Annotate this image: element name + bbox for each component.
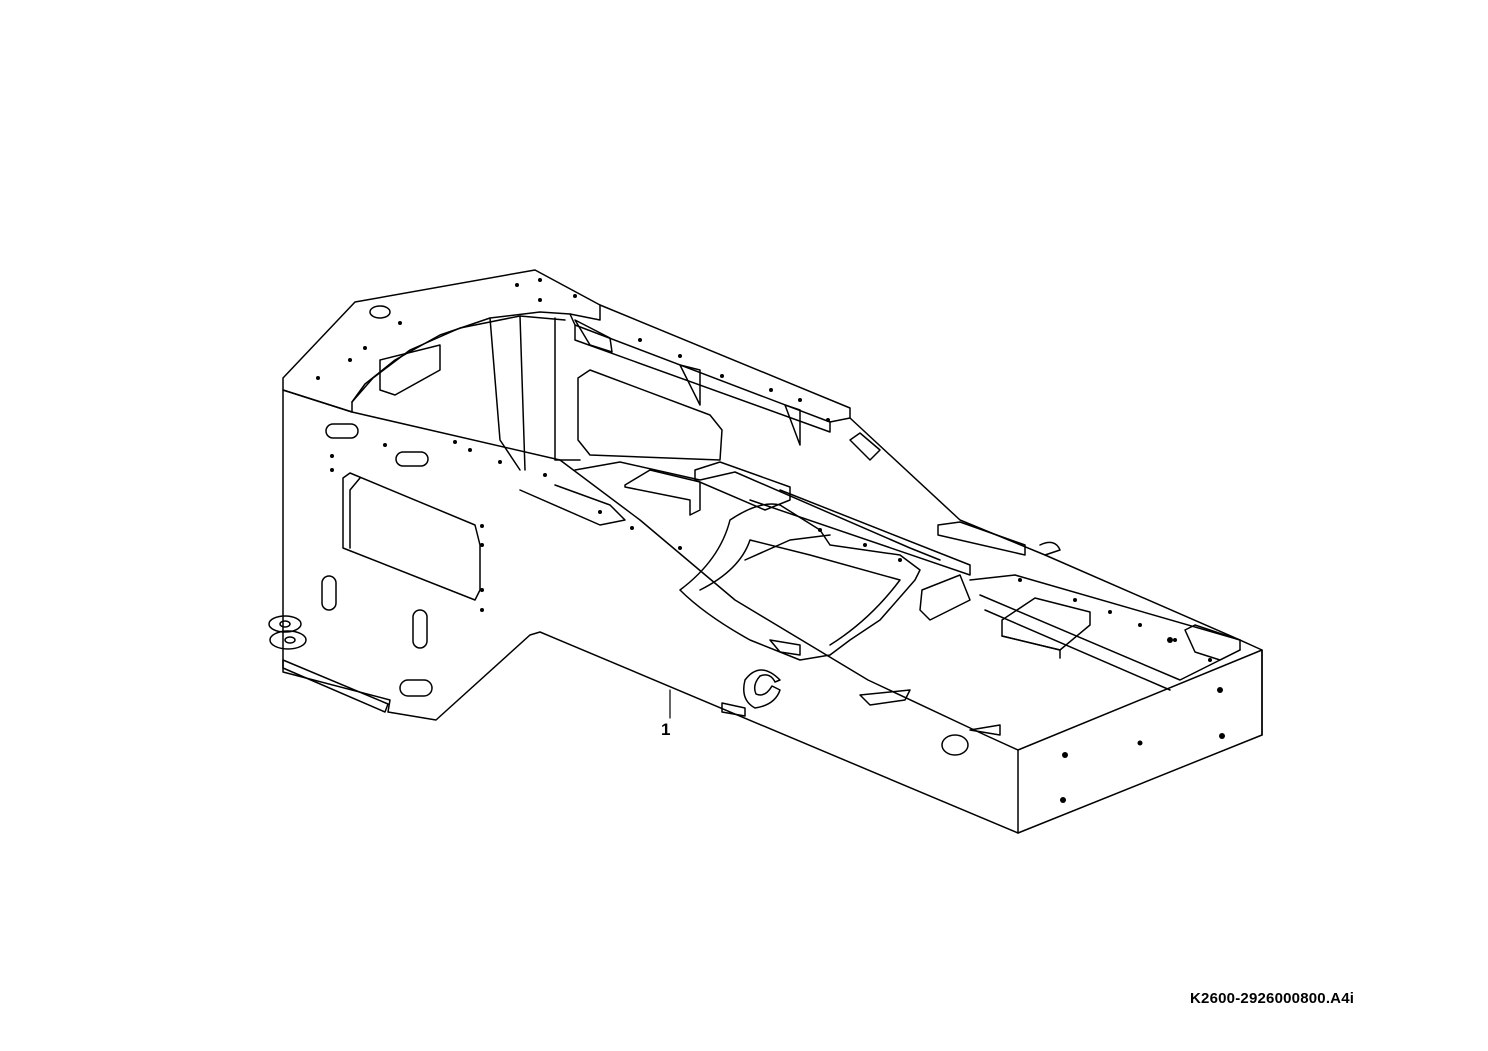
top-deck-plate	[282, 269, 601, 413]
left-side-plate	[282, 389, 1019, 834]
slot-vertical-2	[412, 609, 428, 649]
upper-window	[577, 369, 723, 461]
c-hook	[743, 669, 781, 709]
right-top-rail	[569, 304, 851, 423]
rear-box	[1017, 649, 1263, 834]
cradle	[679, 503, 921, 661]
slot-upper-2	[395, 451, 429, 467]
slot-vertical-1	[321, 575, 337, 611]
callout-label: 1	[661, 720, 671, 739]
slot-upper-1	[325, 423, 359, 439]
slot-lower	[399, 679, 433, 697]
diagonal-rail	[849, 417, 1263, 736]
reference-code: K2600-2926000800.A4i	[1190, 990, 1355, 1007]
side-hole	[941, 734, 969, 756]
left-window	[342, 472, 481, 601]
